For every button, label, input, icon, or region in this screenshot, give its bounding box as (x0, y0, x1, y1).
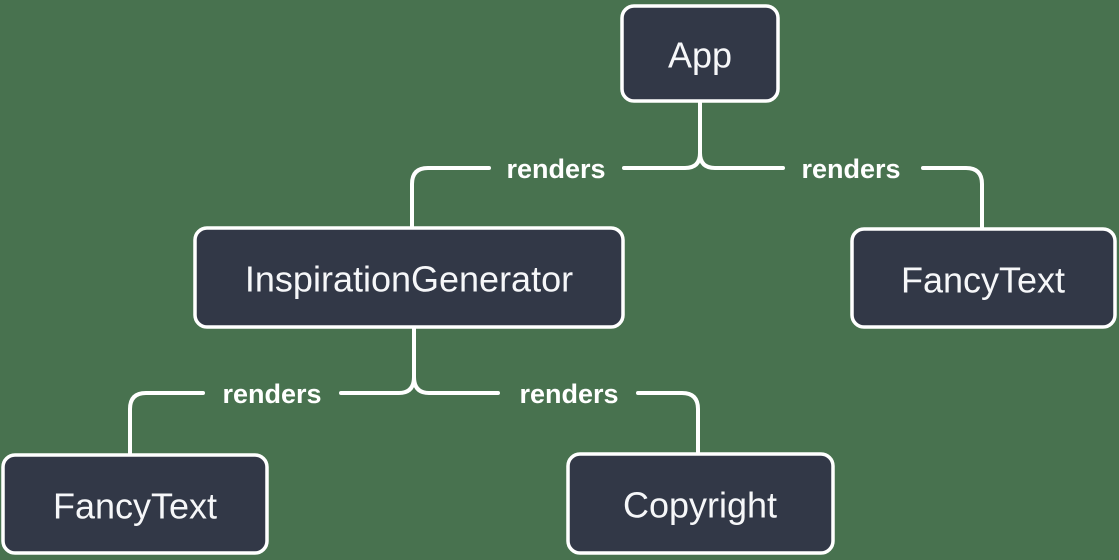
node-fancy-text-left-label: FancyText (53, 486, 217, 527)
node-app-label: App (668, 35, 732, 76)
node-copyright-box (566, 452, 835, 555)
node-app-box (620, 4, 780, 103)
node-fancy-text-right-box (850, 227, 1117, 329)
node-inspiration-generator-label: InspirationGenerator (245, 259, 573, 300)
edge-label-renders: renders (506, 154, 605, 184)
node-app: App (620, 4, 780, 103)
edge-label-renders: renders (519, 379, 618, 409)
node-inspiration-generator-box (193, 226, 625, 329)
node-fancy-text-right-label: FancyText (901, 260, 1065, 301)
node-fancy-text-right: FancyText (850, 227, 1117, 329)
node-copyright: Copyright (566, 452, 835, 555)
edge-app-to-inspirationgenerator: renders (410, 99, 702, 230)
edge-app-to-fancytext-right: renders (698, 99, 984, 231)
edge-connector-line (412, 325, 700, 456)
node-copyright-label: Copyright (623, 485, 777, 526)
edge-inspirationgenerator-to-fancytext-left: renders (128, 325, 416, 457)
node-inspiration-generator: InspirationGenerator (193, 226, 625, 329)
edge-inspirationgenerator-to-copyright: renders (412, 325, 700, 456)
edge-connector-line (698, 99, 984, 231)
edge-label-renders: renders (222, 379, 321, 409)
edge-label-renders: renders (801, 154, 900, 184)
node-fancy-text-left: FancyText (1, 453, 269, 555)
node-fancy-text-left-box (1, 453, 269, 555)
